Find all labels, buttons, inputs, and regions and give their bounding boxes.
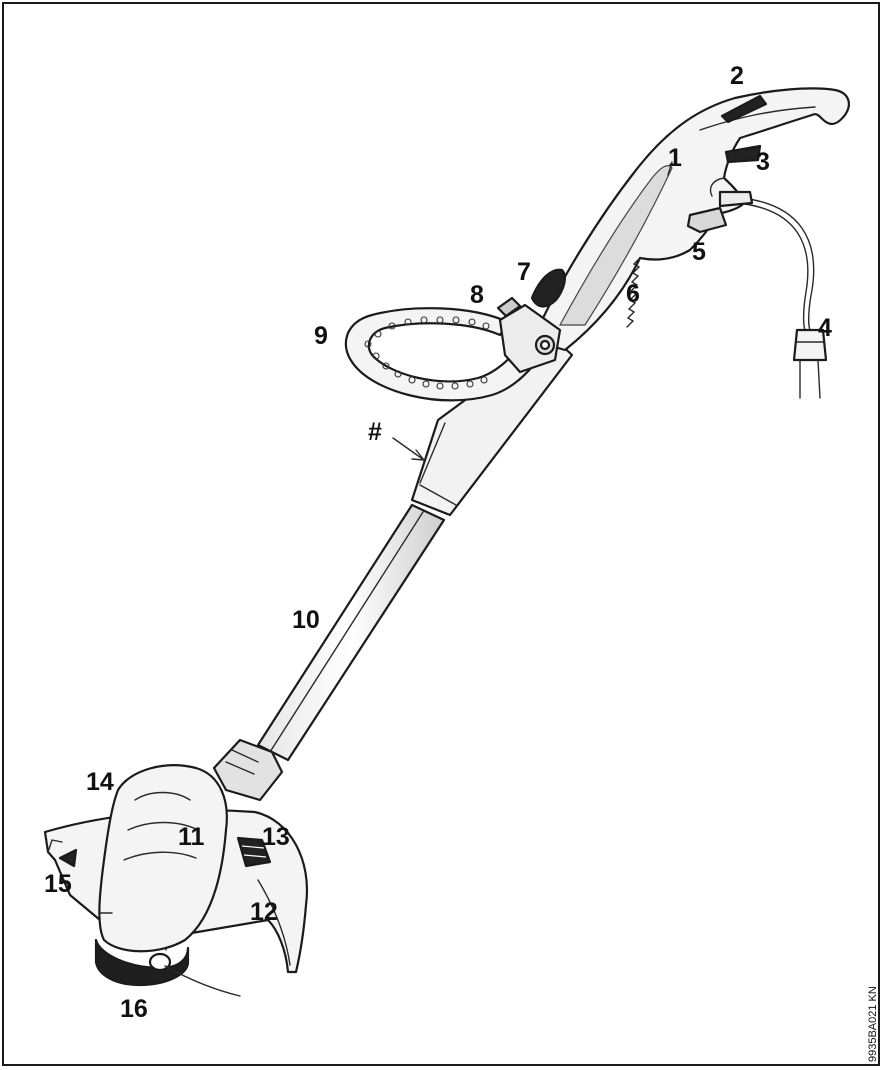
trigger-switch bbox=[724, 144, 762, 164]
power-cord bbox=[741, 197, 828, 399]
callout-8: 8 bbox=[470, 281, 484, 309]
lock-button bbox=[720, 94, 768, 124]
callout-9: 9 bbox=[314, 322, 328, 350]
callout-13: 13 bbox=[262, 823, 290, 851]
clamp-lever bbox=[530, 268, 566, 308]
callout-12: 12 bbox=[250, 898, 278, 926]
callout-3: 3 bbox=[756, 148, 770, 176]
callout-2: 2 bbox=[730, 62, 744, 90]
callout-15: 15 bbox=[44, 870, 72, 898]
callout-11: 11 bbox=[178, 823, 205, 851]
shaft bbox=[256, 503, 446, 762]
callout-14: 14 bbox=[86, 768, 114, 796]
callout-6: 6 bbox=[626, 280, 640, 308]
callout-1: 1 bbox=[668, 144, 682, 172]
callout-hash: # bbox=[368, 418, 382, 446]
callout-4: 4 bbox=[818, 314, 832, 342]
callout-5: 5 bbox=[692, 238, 706, 266]
cord-retainer bbox=[686, 206, 728, 234]
motor-housing bbox=[43, 738, 309, 997]
figure-code: 9935BA021 KN bbox=[867, 986, 879, 1062]
callout-7: 7 bbox=[517, 258, 531, 286]
callout-10: 10 bbox=[292, 606, 320, 634]
callout-16: 16 bbox=[120, 995, 148, 1023]
loop-handle bbox=[344, 296, 562, 402]
